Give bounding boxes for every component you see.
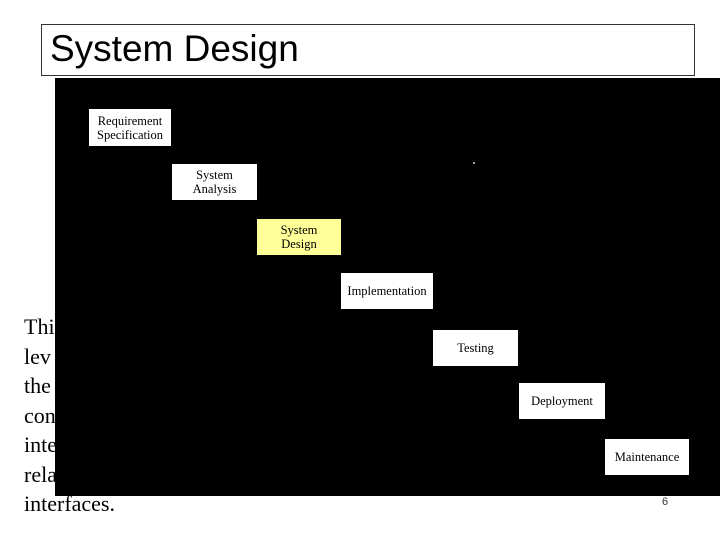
slide-title-box: System Design (41, 24, 695, 76)
body-line: rela (24, 461, 57, 487)
body-line: con (24, 402, 56, 428)
stage-label: Requirement Specification (97, 113, 163, 142)
stage-label: System Design (280, 223, 318, 251)
body-line: the (24, 373, 51, 398)
stage-label: System Analysis (192, 168, 237, 196)
stage-requirement-specification: Requirement Specification (89, 109, 171, 146)
stage-testing: Testing (433, 330, 518, 366)
stage-maintenance: Maintenance (605, 439, 689, 475)
stage-label: Implementation (347, 284, 427, 298)
stage-system-analysis: System Analysis (172, 164, 257, 200)
slide-title: System Design (50, 28, 299, 69)
waterfall-diagram: Requirement Specification System Analysi… (55, 78, 720, 496)
stage-label: Deployment (531, 394, 593, 408)
stage-label: Testing (457, 341, 494, 355)
stray-dot (473, 162, 475, 164)
stage-deployment: Deployment (519, 383, 605, 419)
body-line: Thi (24, 314, 55, 339)
stage-system-design: System Design (257, 219, 341, 255)
stage-label: Maintenance (614, 450, 680, 464)
page-number: 6 (662, 496, 669, 508)
body-line: inte (24, 432, 57, 457)
stage-implementation: Implementation (341, 273, 433, 309)
body-line: lev (24, 343, 51, 369)
